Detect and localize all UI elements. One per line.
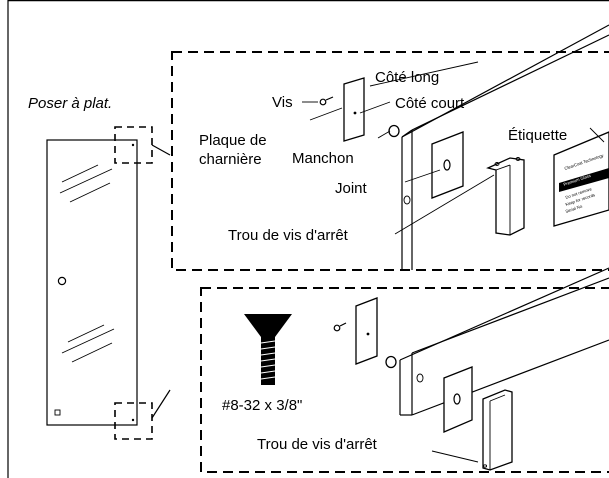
lay-flat-label: Poser à plat. <box>28 95 112 112</box>
sleeve-label: Manchon <box>292 150 354 167</box>
bracket-bottom <box>482 389 513 471</box>
sleeve-bottom <box>385 355 397 369</box>
screw-label: Vis <box>272 94 293 111</box>
set-screw-hole-label-bottom: Trou de vis d'arrêt <box>257 436 378 453</box>
hinge-plate-bottom <box>355 297 378 365</box>
long-side-label: Côté long <box>375 69 439 86</box>
machine-screw-icon <box>244 314 292 385</box>
bracket-top <box>486 157 525 236</box>
gasket-bottom <box>443 366 473 433</box>
gasket-top <box>431 131 464 199</box>
hinge-callout-bottom <box>114 402 153 440</box>
screw-spec-label: #8-32 x 3/8" <box>222 397 302 414</box>
hinge-plate-label-line2: charnière <box>199 151 262 168</box>
sticker-top: ClearCoat Technology Premium Glass Do no… <box>553 131 609 227</box>
screw-top <box>319 96 334 106</box>
set-screw-hole-label-top: Trou de vis d'arrêt <box>228 227 349 244</box>
short-side-label: Côté court <box>395 95 465 112</box>
sleeve-top <box>388 124 400 138</box>
gasket-label: Joint <box>335 180 368 197</box>
sticker-line-5: Serial No. <box>565 203 584 214</box>
screw-bottom <box>333 322 347 332</box>
glass-door-panel <box>46 139 138 426</box>
hinge-plate-top <box>343 77 365 142</box>
detail-box-bottom <box>200 287 609 473</box>
detail-box-top <box>171 51 609 271</box>
door-knob-icon <box>57 276 67 286</box>
door-edge-top <box>401 24 609 270</box>
label-sticker-label: Étiquette <box>508 127 567 144</box>
hinge-plate-label-line1: Plaque de <box>199 132 267 149</box>
